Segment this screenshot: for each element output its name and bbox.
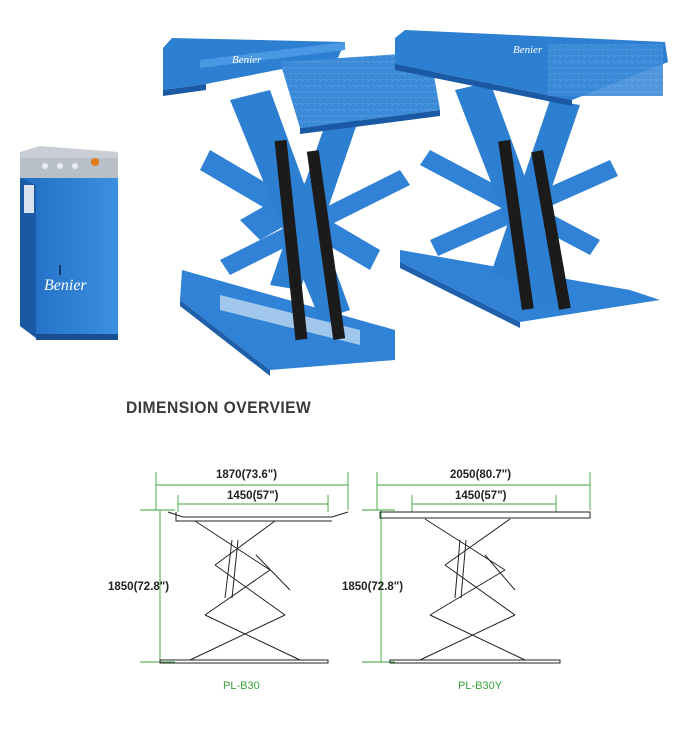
diagram-right-lift-drawing — [379, 511, 591, 664]
lift-left-logo: Benier — [232, 54, 262, 66]
diagram-right-overall-width: 2050(80.7") — [450, 469, 512, 481]
control-light-icon — [72, 163, 78, 169]
diagram-right-model-label: PL-B30Y — [458, 680, 503, 692]
dimension-diagrams — [140, 472, 591, 664]
lift-right: Benier — [395, 30, 668, 328]
section-title: DIMENSION OVERVIEW — [126, 398, 312, 417]
diagram-right-dimension-lines — [362, 472, 591, 663]
lift-right-logo: Benier — [513, 44, 543, 56]
product-sheet: Benier Benier — [20, 30, 668, 692]
diagram-right-height: 1850(72.8") — [342, 581, 404, 593]
lift-left: Benier — [163, 38, 440, 376]
diagram-left-lift-drawing — [159, 511, 349, 664]
control-light-icon — [42, 163, 48, 169]
diagram-left-platform-width: 1450(57") — [227, 490, 279, 502]
lift-product-illustration: Benier Benier — [20, 30, 668, 376]
control-light-icon — [91, 158, 99, 166]
diagram-left-height: 1850(72.8") — [108, 581, 170, 593]
control-box-logo: Benier — [44, 277, 87, 294]
diagram-left-model-label: PL-B30 — [223, 680, 260, 692]
diagram-left-dimension-lines — [140, 472, 349, 663]
diagram-left-overall-width: 1870(73.6") — [216, 469, 278, 481]
diagram-right-platform-width: 1450(57") — [455, 490, 507, 502]
control-box: Benier — [20, 146, 118, 340]
control-light-icon — [57, 163, 63, 169]
